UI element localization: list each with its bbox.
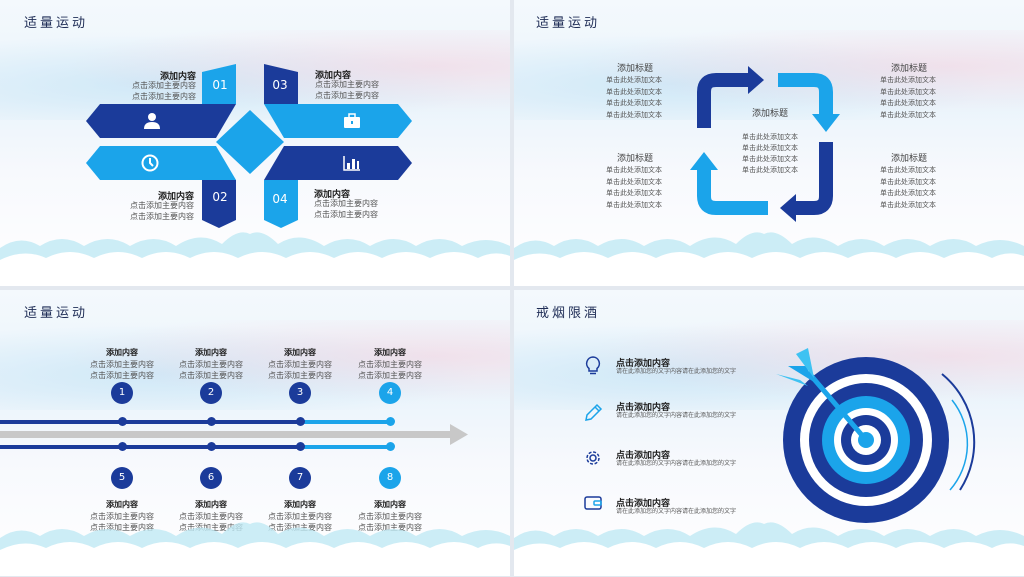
item-01-line1: 点击添加主要内容	[132, 81, 196, 90]
slide-panel-2[interactable]: 适量运动 添加标题 单击此处添加文本单击此处添加文本单击此处添加文本单击此处添加…	[514, 0, 1024, 286]
tab-01	[202, 64, 236, 104]
slide-panel-3[interactable]: 适量运动 1 2 3 4 5 6 7 8 添加内容 点击添加主要内容 点击添加主…	[0, 290, 510, 576]
cloud-border	[0, 522, 510, 576]
item-02-heading: 添加内容	[157, 192, 194, 202]
tab-04	[264, 180, 298, 228]
bar-chart-icon	[343, 156, 360, 171]
timeline-diagram	[0, 420, 468, 449]
item-03-line1: 点击添加主要内容	[315, 80, 379, 89]
cross-arrow-diagram	[86, 64, 412, 228]
arrow-right-top	[264, 104, 412, 138]
clock-icon	[141, 154, 159, 172]
timeline-dot-5	[118, 442, 127, 451]
timeline-dot-8	[386, 442, 395, 451]
arrow-left-bottom	[86, 146, 236, 180]
center-heading: 添加标题	[751, 109, 788, 119]
step-number-5: 5	[111, 467, 133, 489]
item-04-line1: 点击添加主要内容	[314, 199, 378, 208]
target-bullseye-icon	[776, 348, 976, 523]
timeline-dot-2	[207, 417, 216, 426]
center-diamond	[216, 110, 284, 174]
timeline-dot-3	[296, 417, 305, 426]
item-04-line2: 点击添加主要内容	[314, 210, 378, 219]
timeline-dot-6	[207, 442, 216, 451]
tab-02	[202, 180, 236, 228]
cloud-border	[514, 522, 1024, 576]
item-02-line1: 点击添加主要内容	[130, 201, 194, 210]
slide-panel-1[interactable]: 适量运动 01 03 02 04 添加内容 点击添加主要内容 点击添加主要内容 …	[0, 0, 510, 286]
timeline-dot-4	[386, 417, 395, 426]
item-03-heading: 添加内容	[315, 71, 352, 81]
tab-number-02: 02	[212, 190, 228, 204]
arrow-left-top	[86, 104, 236, 138]
panel-title: 适量运动	[536, 16, 601, 31]
wallet-icon	[584, 496, 602, 510]
step-number-1: 1	[111, 382, 133, 404]
panel-title: 适量运动	[24, 306, 89, 321]
timeline-dot-7	[296, 442, 305, 451]
tab-number-01: 01	[212, 78, 228, 92]
timeline-dot-1	[118, 417, 127, 426]
item-01-heading: 添加内容	[159, 72, 196, 82]
briefcase-icon	[344, 113, 360, 128]
step-number-4: 4	[379, 382, 401, 404]
step-number-8: 8	[379, 467, 401, 489]
tab-03	[264, 64, 298, 104]
panel-title: 适量运动	[24, 16, 89, 31]
step-number-2: 2	[200, 382, 222, 404]
item-04-heading: 添加内容	[314, 190, 351, 200]
step-number-3: 3	[289, 382, 311, 404]
lightbulb-icon	[585, 356, 601, 375]
item-02-line2: 点击添加主要内容	[130, 212, 194, 221]
tab-number-03: 03	[272, 78, 288, 92]
slide-panel-4[interactable]: 戒烟限酒 点击添加内容 请在此添加您的文字内容请在此添加您的文字 点击添加内容 …	[514, 290, 1024, 576]
arrow-right-bottom	[264, 146, 412, 180]
center-text: 单击此处添加文本单击此处添加文本单击此处添加文本单击此处添加文本	[742, 133, 798, 174]
item-01-line2: 点击添加主要内容	[132, 92, 196, 101]
item-03-line2: 点击添加主要内容	[315, 91, 379, 100]
cloud-border	[0, 232, 510, 286]
pencil-icon	[585, 403, 603, 421]
cloud-border	[514, 232, 1024, 286]
user-icon	[144, 113, 160, 129]
panel-title: 戒烟限酒	[536, 306, 601, 321]
step-number-6: 6	[200, 467, 222, 489]
step-number-7: 7	[289, 467, 311, 489]
cycle-arrow-diagram	[690, 66, 840, 222]
tab-number-04: 04	[272, 192, 288, 206]
gear-icon	[586, 451, 600, 465]
